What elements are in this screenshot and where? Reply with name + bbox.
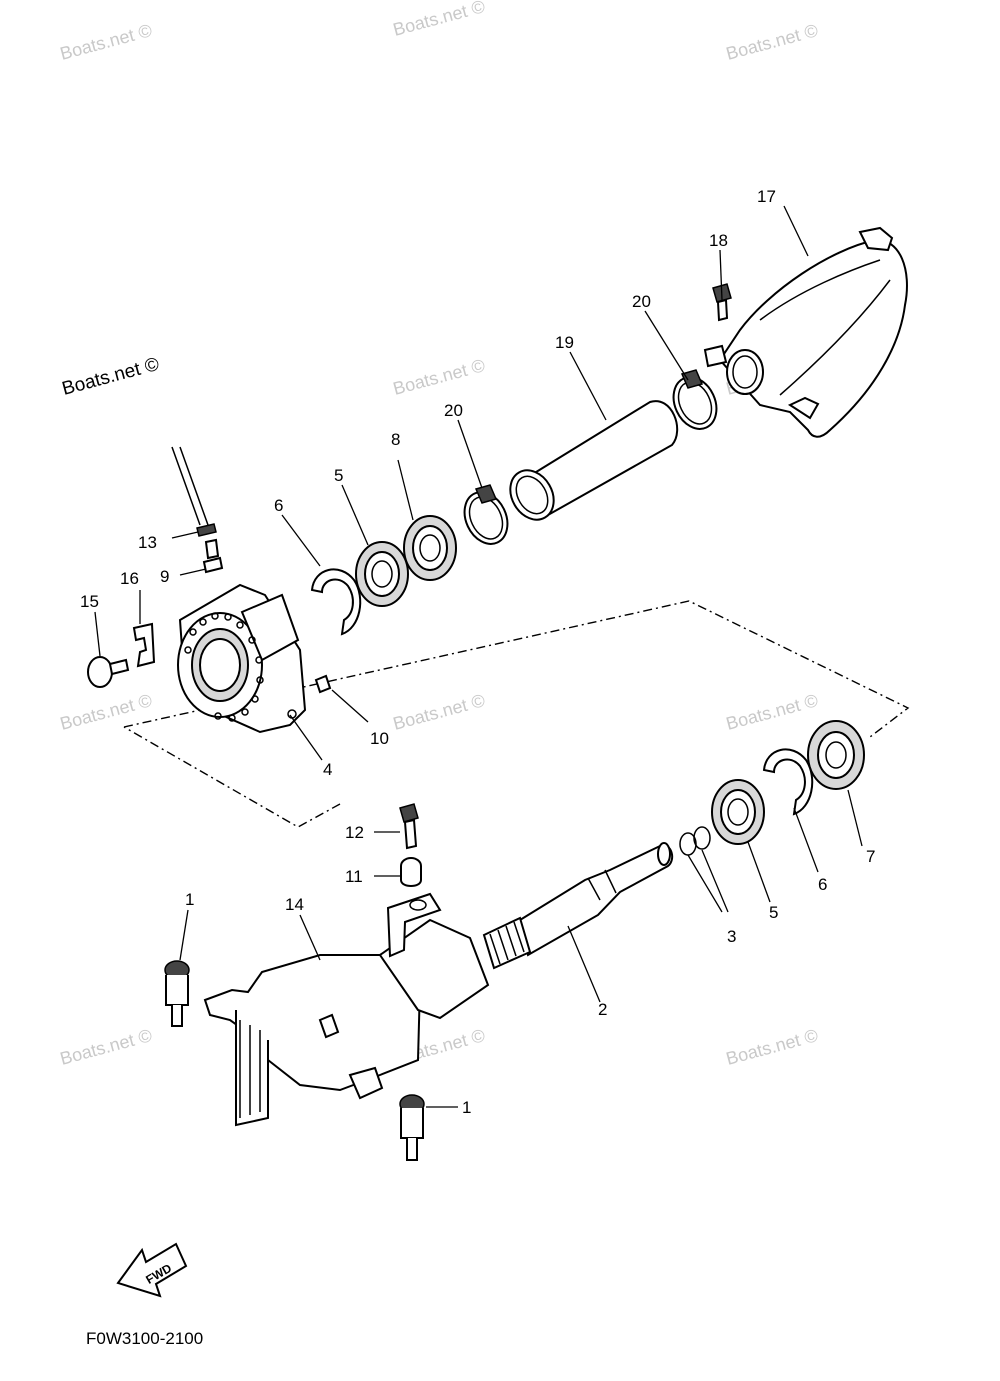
assembly-group-outline [123,600,910,828]
watermark-text: Boats.net © [391,355,487,399]
part-1-mount-lower [399,1094,425,1161]
watermark-text: Boats.net © [724,20,820,64]
watermark-text: Boats.net © [391,690,487,734]
part-7-bearing [807,720,865,790]
part-1-mount-upper [164,960,190,1027]
watermark-text: Boats.net © [58,20,154,64]
watermark-dark-text: Boats.net © [60,354,162,400]
callout-16: 16 [120,569,139,588]
watermark-text: Boats.net © [724,1025,820,1069]
callout-17: 17 [757,187,776,206]
part-6-circlip-upper [310,568,362,636]
part-20-hose-clamp-lower [463,484,509,545]
forward-direction-arrow: FWD [116,1242,188,1298]
part-5-bearing-lower [711,779,765,845]
callout-2: 2 [598,1000,607,1019]
callout-19: 19 [555,333,574,352]
part-8-bearing [403,515,457,581]
part-20-hose-clamp-upper [672,369,718,430]
part-11-collar [400,857,422,887]
part-16-clip [132,622,156,668]
part-9-nipple [202,538,224,574]
watermark-text: Boats.net © [391,0,487,40]
callout-5-lower: 5 [769,903,778,922]
callout-12: 12 [345,823,364,842]
part-19-hose [509,400,679,521]
part-14-intermediate-housing [203,892,490,1127]
part-6-circlip-lower [762,748,814,816]
part-4-bearing-housing [177,583,307,734]
callout-1-upper: 1 [185,890,194,909]
watermark-text: Boats.net © [58,1025,154,1069]
callout-8: 8 [391,430,400,449]
part-5-bearing-upper [355,541,409,607]
part-13-fitting [171,446,217,537]
callout-3: 3 [727,927,736,946]
callout-4: 4 [323,760,332,779]
callout-7: 7 [866,847,875,866]
callout-10: 10 [370,729,389,748]
part-17-nozzle-housing [703,226,908,438]
watermark-text: Boats.net © [58,690,154,734]
part-3-o-rings [679,826,711,856]
part-12-bolt [399,803,419,850]
callout-15: 15 [80,592,99,611]
callout-14: 14 [285,895,304,914]
diagram-code: F0W3100-2100 [86,1329,203,1348]
bolt-holes [184,612,264,722]
callout-6-upper: 6 [274,496,283,515]
callout-labels: 17 18 20 19 20 8 5 6 13 9 16 15 10 4 7 6… [80,187,875,1117]
callout-5-upper: 5 [334,466,343,485]
callout-20-lower: 20 [444,401,463,420]
callout-18: 18 [709,231,728,250]
callout-13: 13 [138,533,157,552]
callout-20-upper: 20 [632,292,651,311]
callout-1-lower: 1 [462,1098,471,1117]
part-2-drive-shaft [482,842,674,970]
part-10-pin [314,674,332,694]
part-15-bolt [87,656,130,688]
callout-11: 11 [345,867,363,886]
callout-9: 9 [160,567,169,586]
callout-6-lower: 6 [818,875,827,894]
watermark-text: Boats.net © [724,690,820,734]
leader-lines [94,205,863,1108]
